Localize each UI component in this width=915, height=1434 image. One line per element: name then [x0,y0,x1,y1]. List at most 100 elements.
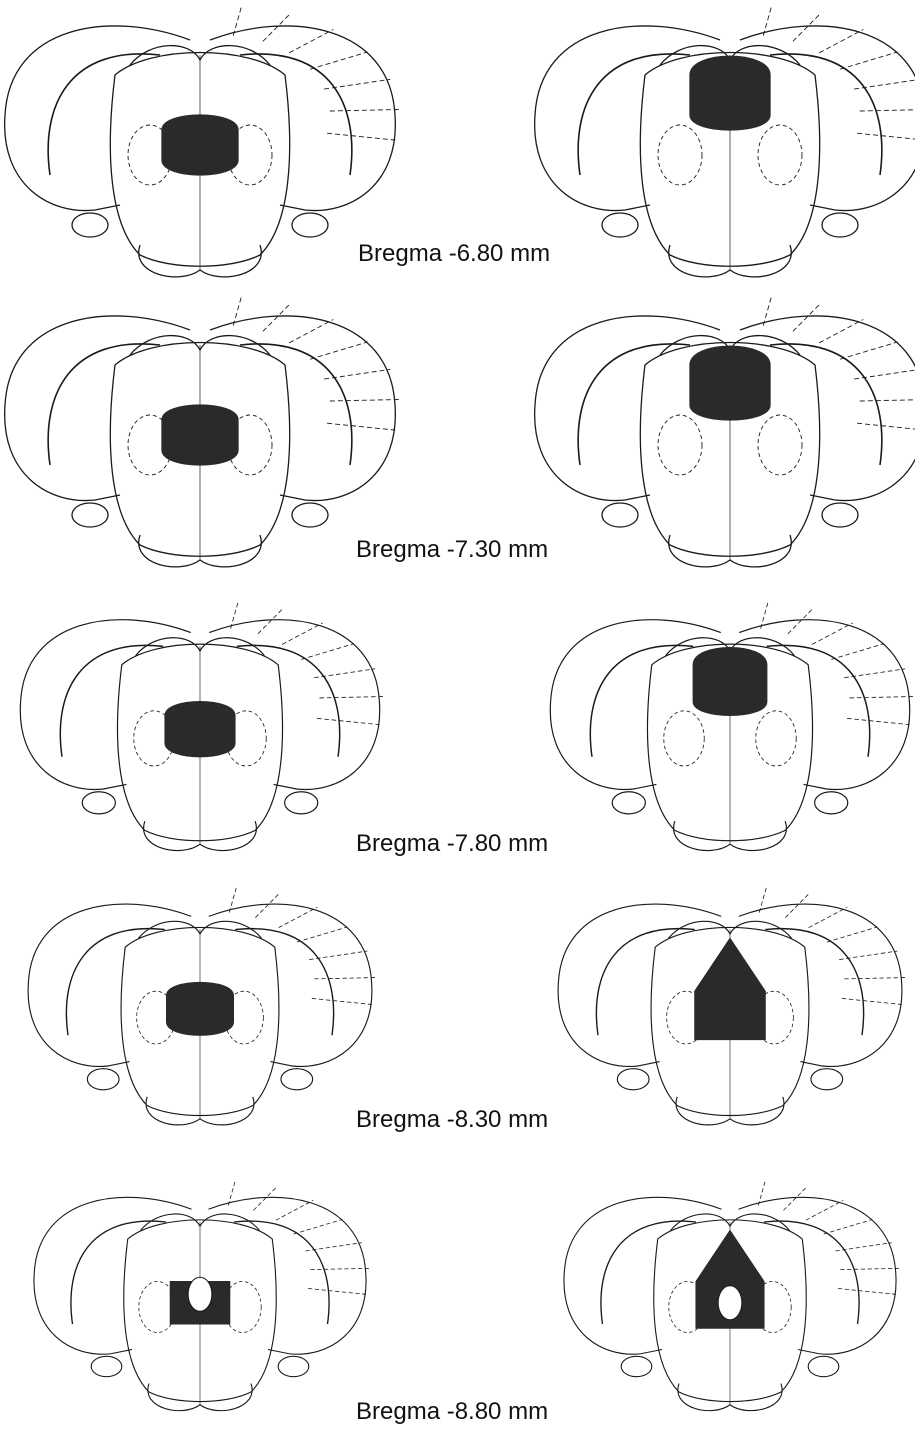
cortical-area-boundary [840,1268,899,1269]
cortical-area-boundary [827,927,877,942]
cortical-area-boundary [857,423,915,430]
side-structure-left [602,503,638,527]
hippocampus-left-outline [48,54,160,175]
hippocampus-right-outline [770,344,882,465]
cortical-area-boundary [289,30,333,53]
hippocampus-right-outline [240,54,352,175]
side-structure-right [815,792,848,814]
cortical-area-boundary [831,644,884,660]
side-structure-right [281,1069,313,1090]
cortex-right-outline [209,904,372,1066]
cortex-left-outline [5,26,190,211]
nucleus-left-outline [664,711,704,766]
bregma-label-row-1: Bregma -6.80 mm [358,240,550,268]
cortical-area-boundary [819,320,863,343]
cortical-area-boundary [317,718,380,724]
bregma-label-row-5: Bregma -8.80 mm [356,1398,548,1426]
brain-section-r2-left [5,296,400,567]
brain-section-r5-right [564,1180,900,1410]
cortical-area-boundary [783,1187,806,1210]
cortex-right-outline [210,26,395,211]
cortical-area-boundary [849,697,913,698]
brain-section-r2-right [535,296,915,567]
hippocampus-right-outline [237,645,340,756]
cortical-area-boundary [255,893,279,917]
cortical-area-boundary [824,1219,873,1234]
cortical-area-boundary [812,623,853,644]
nucleus-right-outline [756,711,796,766]
cortex-right-outline [209,620,380,790]
cortex-left-outline [34,1197,192,1354]
cortical-area-boundary [327,133,395,140]
cortex-left-outline [558,904,721,1066]
nucleus-left-outline [658,125,702,185]
side-structure-left [621,1356,652,1376]
cortex-right-outline [210,316,395,501]
cortical-area-boundary [308,1289,366,1295]
cortical-area-boundary [793,304,820,332]
lesion-area [162,405,238,465]
cortical-area-boundary [809,907,848,928]
cortical-area-boundary [253,1187,276,1210]
cortical-area-boundary [314,978,376,979]
lesion-area [695,938,765,1039]
hippocampus-left-outline [601,1221,696,1324]
brain-section-r4-right [558,886,906,1125]
cortical-area-boundary [854,369,915,379]
hippocampus-left-outline [596,929,694,1036]
cortical-area-boundary [310,342,367,359]
hippocampus-right-outline [765,929,863,1036]
cortical-area-boundary [312,998,372,1004]
cortex-right-outline [209,1197,367,1354]
cortical-area-boundary [263,14,290,42]
brain-section-r4-left [28,886,376,1125]
side-structure-right [285,792,318,814]
cortical-area-boundary [788,608,813,633]
cortex-left-outline [564,1197,722,1354]
cortex-right-outline [739,904,902,1066]
nucleus-right-outline [758,125,802,185]
cortical-area-boundary [301,644,354,660]
cortical-area-boundary [819,30,863,53]
cortical-area-boundary [840,342,897,359]
brain-section-r3-right [550,601,914,850]
lesion-area [167,982,234,1035]
brain-section-r5-left [34,1180,370,1410]
cortical-area-boundary [806,1200,843,1220]
side-structure-right [292,503,328,527]
cortical-area-boundary [279,907,318,928]
cortical-area-boundary [310,1268,369,1269]
hippocampus-right-outline [764,1221,859,1324]
cortex-left-outline [5,316,190,501]
lesion-area [693,648,767,716]
cortical-area-boundary [327,423,395,430]
brain-section-r1-right [535,6,915,277]
side-structure-left [91,1356,122,1376]
cortical-area-boundary [844,978,906,979]
hippocampus-left-outline [578,54,690,175]
cortical-area-boundary [854,79,915,89]
cortical-area-boundary [263,304,290,332]
nucleus-right-outline [758,415,802,475]
aqueduct [718,1286,742,1320]
bregma-label-row-3: Bregma -7.80 mm [356,830,548,858]
cortical-area-boundary [258,608,283,633]
cortical-area-boundary [289,320,333,343]
hippocampus-right-outline [770,54,882,175]
side-structure-right [278,1356,309,1376]
hippocampus-left-outline [60,645,163,756]
hippocampus-left-outline [71,1221,166,1324]
cortex-left-outline [20,620,191,790]
cortical-area-boundary [330,400,400,401]
side-structure-left [617,1069,649,1090]
hippocampus-left-outline [66,929,164,1036]
hippocampus-left-outline [590,645,693,756]
side-structure-left [612,792,645,814]
cortical-area-boundary [282,623,323,644]
side-structure-right [808,1356,839,1376]
cortical-area-boundary [310,52,367,69]
bregma-label-row-2: Bregma -7.30 mm [356,536,548,564]
cortical-area-boundary [840,52,897,69]
side-structure-left [602,213,638,237]
brain-section-r1-left [5,6,400,277]
